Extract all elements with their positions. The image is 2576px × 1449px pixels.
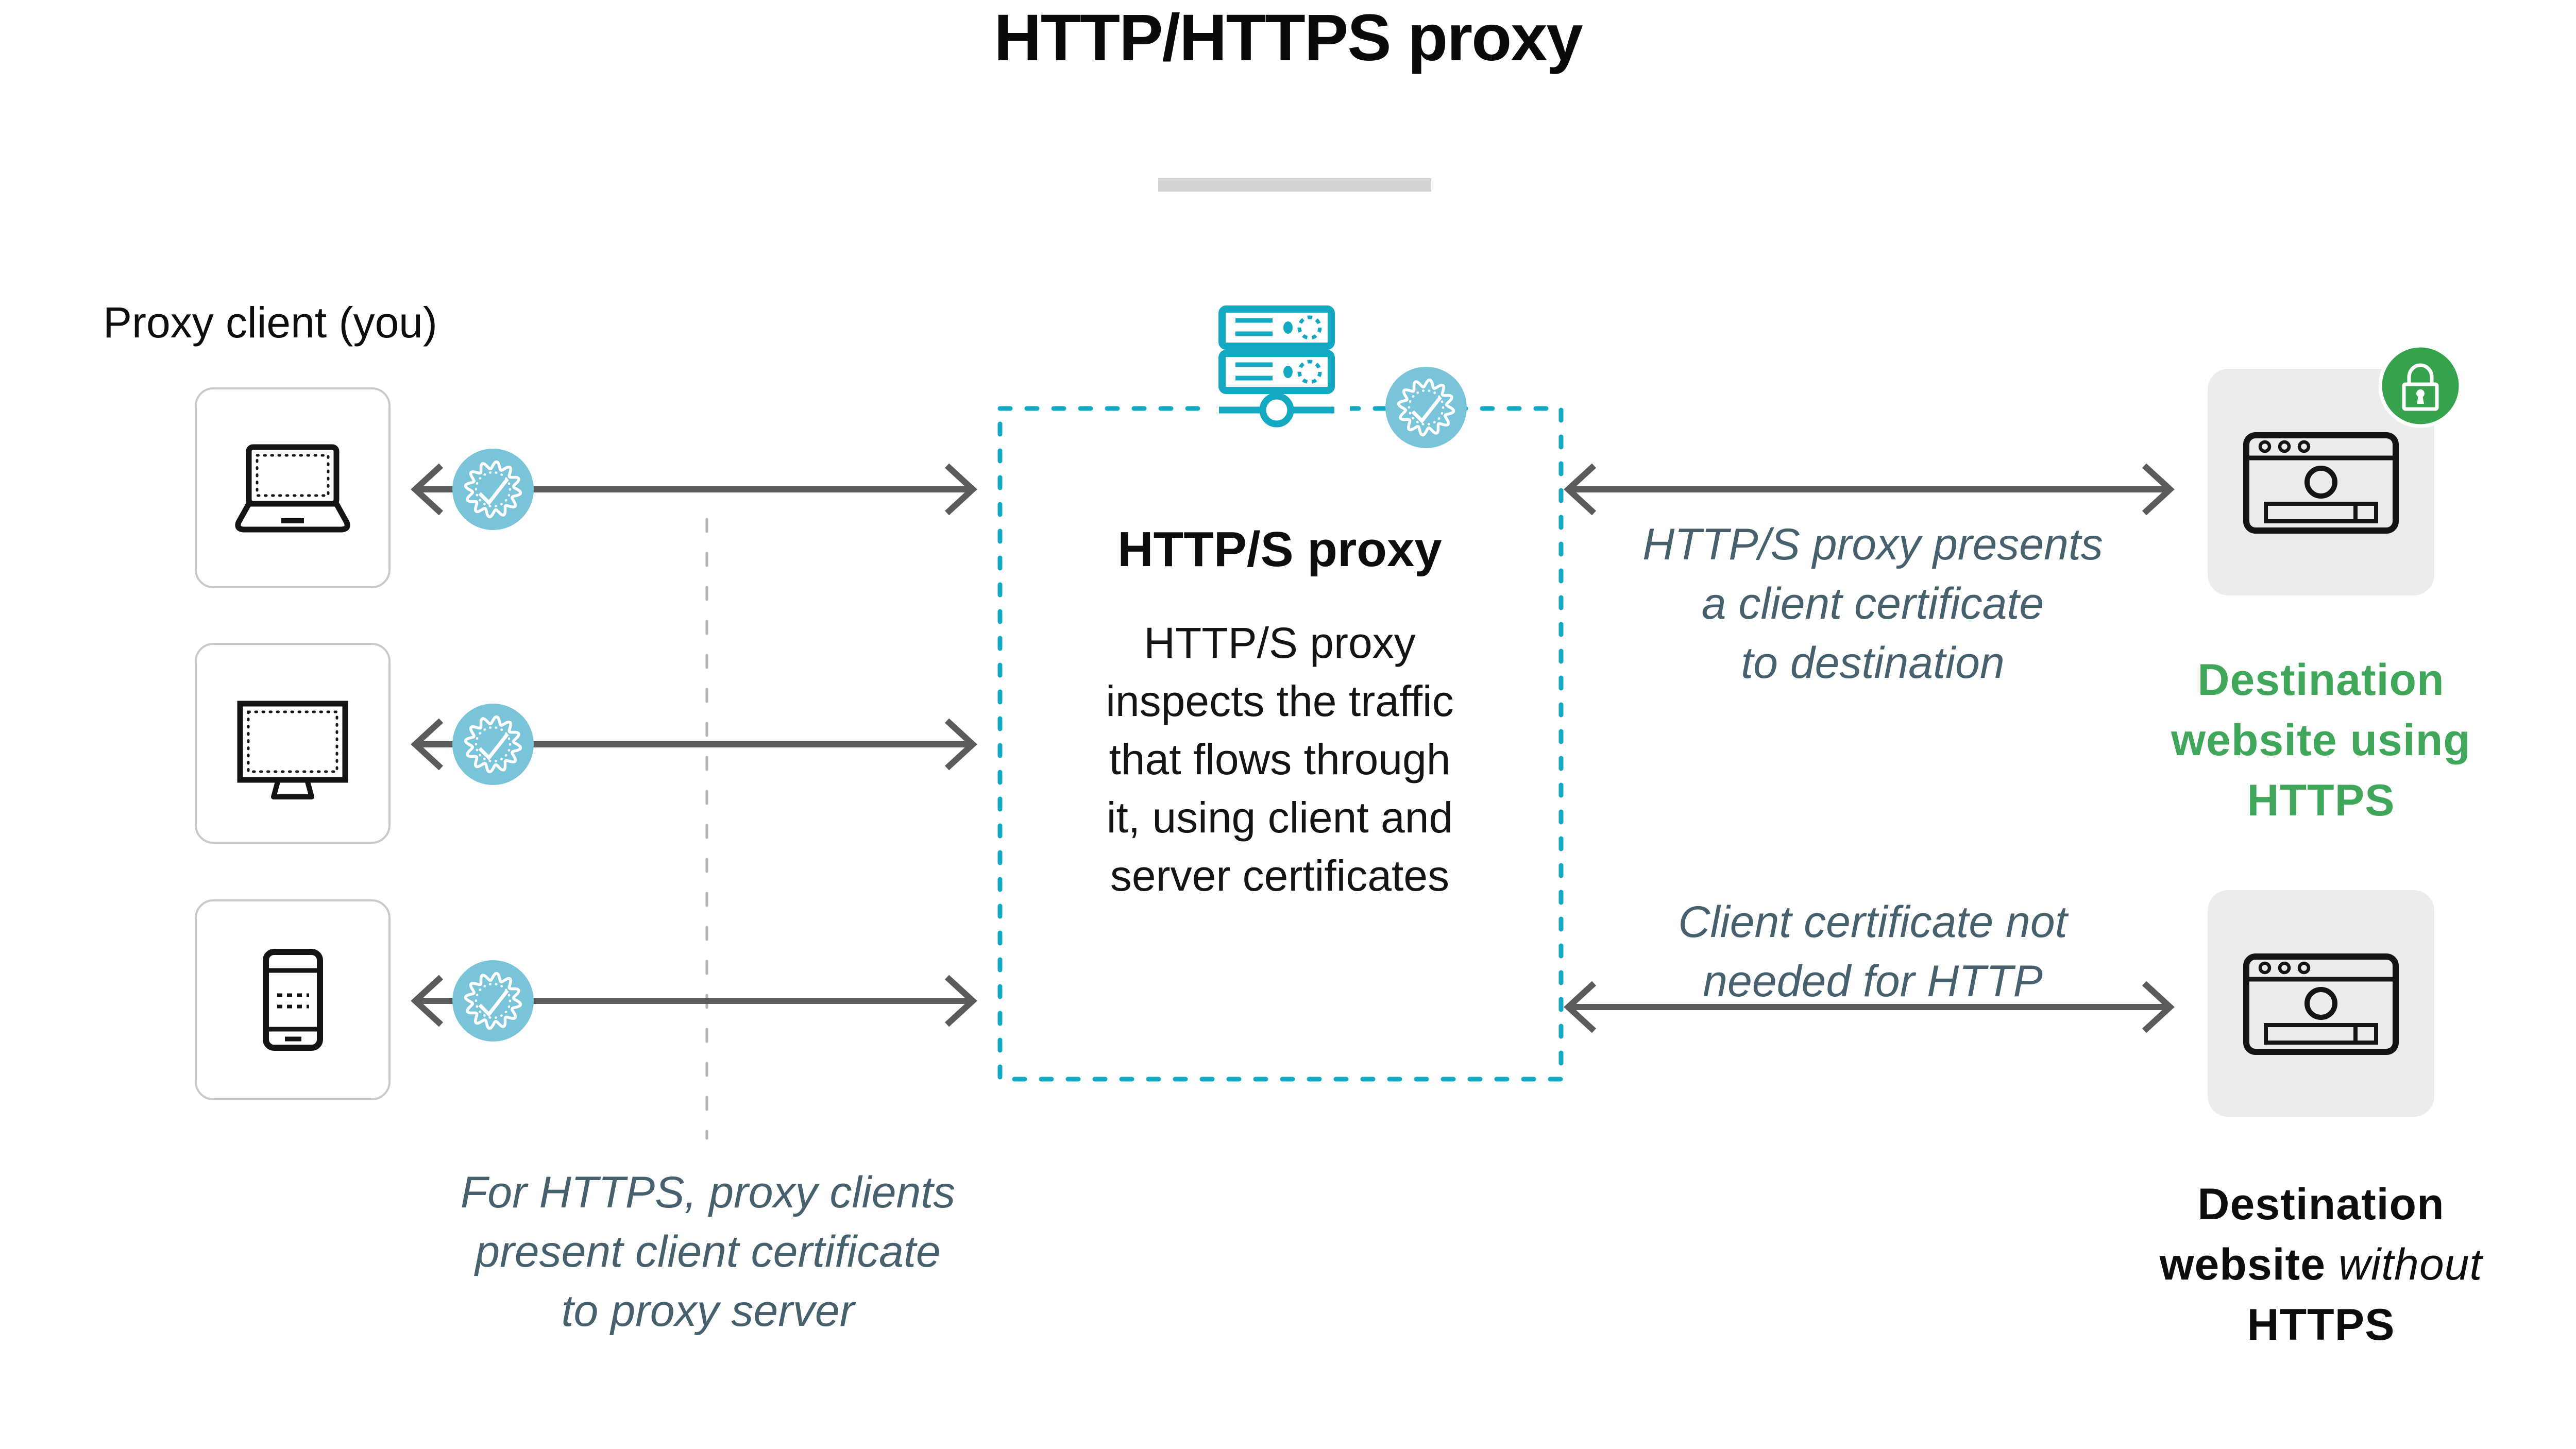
note-proxy-presents-certificate: HTTP/S proxy presents a client certifica… <box>1512 515 2233 693</box>
note-line: HTTP/S proxy presents <box>1642 520 2103 569</box>
note-client-certificate-to-proxy: For HTTPS, proxy clients present client … <box>347 1163 1069 1341</box>
note-line: to destination <box>1741 638 2005 688</box>
title-underline <box>1158 178 1431 192</box>
note-line: a client certificate <box>1701 579 2044 628</box>
proxy-destination-arrows <box>1564 463 2175 1033</box>
page-title: HTTP/HTTPS proxy <box>994 1 1583 75</box>
note-no-certificate-for-http: Client certificate not needed for HTTP <box>1512 893 2233 1011</box>
dest-label-line: Destination <box>2197 1180 2445 1229</box>
proxy-server-icon <box>1218 305 1335 428</box>
note-line: to proxy server <box>561 1286 855 1336</box>
arrow-proxy-https-destination <box>1564 463 2175 516</box>
certificate-seal-badge-icon <box>452 449 534 530</box>
proxy-body-line: it, using client and <box>1106 793 1453 842</box>
destination-https-label: Destination website using HTTPS <box>2115 650 2527 831</box>
note-line: present client certificate <box>475 1227 941 1276</box>
note-line: needed for HTTP <box>1703 957 2043 1006</box>
smartphone-icon <box>263 949 323 1051</box>
proxy-body-line: inspects the traffic <box>1106 677 1454 725</box>
note-line: Client certificate not <box>1678 897 2067 947</box>
dest-label-line: website using <box>2171 715 2471 765</box>
certificate-seal-badge-icon <box>452 960 534 1042</box>
dest-label-line: website without <box>2089 1235 2553 1295</box>
https-lock-badge-icon <box>2378 344 2463 428</box>
desktop-monitor-icon <box>237 701 348 799</box>
browser-window-icon <box>2246 435 2396 531</box>
laptop-icon <box>235 444 350 533</box>
arrow-proxy-http-destination <box>1564 981 2175 1033</box>
dest-label-segment: website <box>2159 1240 2338 1289</box>
proxy-body-line: server certificates <box>1110 851 1450 900</box>
proxy-box-description: HTTP/S proxy inspects the traffic that f… <box>1002 614 1558 905</box>
dest-label-line: Destination <box>2197 655 2445 705</box>
proxy-box-heading: HTTP/S proxy <box>1117 522 1442 577</box>
dest-label-line: HTTPS <box>2247 776 2395 825</box>
browser-window-icon <box>2246 957 2396 1052</box>
dest-label-segment-italic: without <box>2338 1240 2483 1289</box>
destination-http-label: Destination website without HTTPS <box>2089 1174 2553 1355</box>
certificate-seal-badge-icon <box>452 704 534 785</box>
proxy-body-line: that flows through <box>1109 735 1451 783</box>
certificate-seal-badge-icon <box>1385 367 1467 448</box>
note-line: For HTTPS, proxy clients <box>460 1168 956 1217</box>
proxy-client-label: Proxy client (you) <box>103 298 437 347</box>
dest-label-line: HTTPS <box>2247 1300 2395 1350</box>
proxy-body-line: HTTP/S proxy <box>1144 619 1416 667</box>
